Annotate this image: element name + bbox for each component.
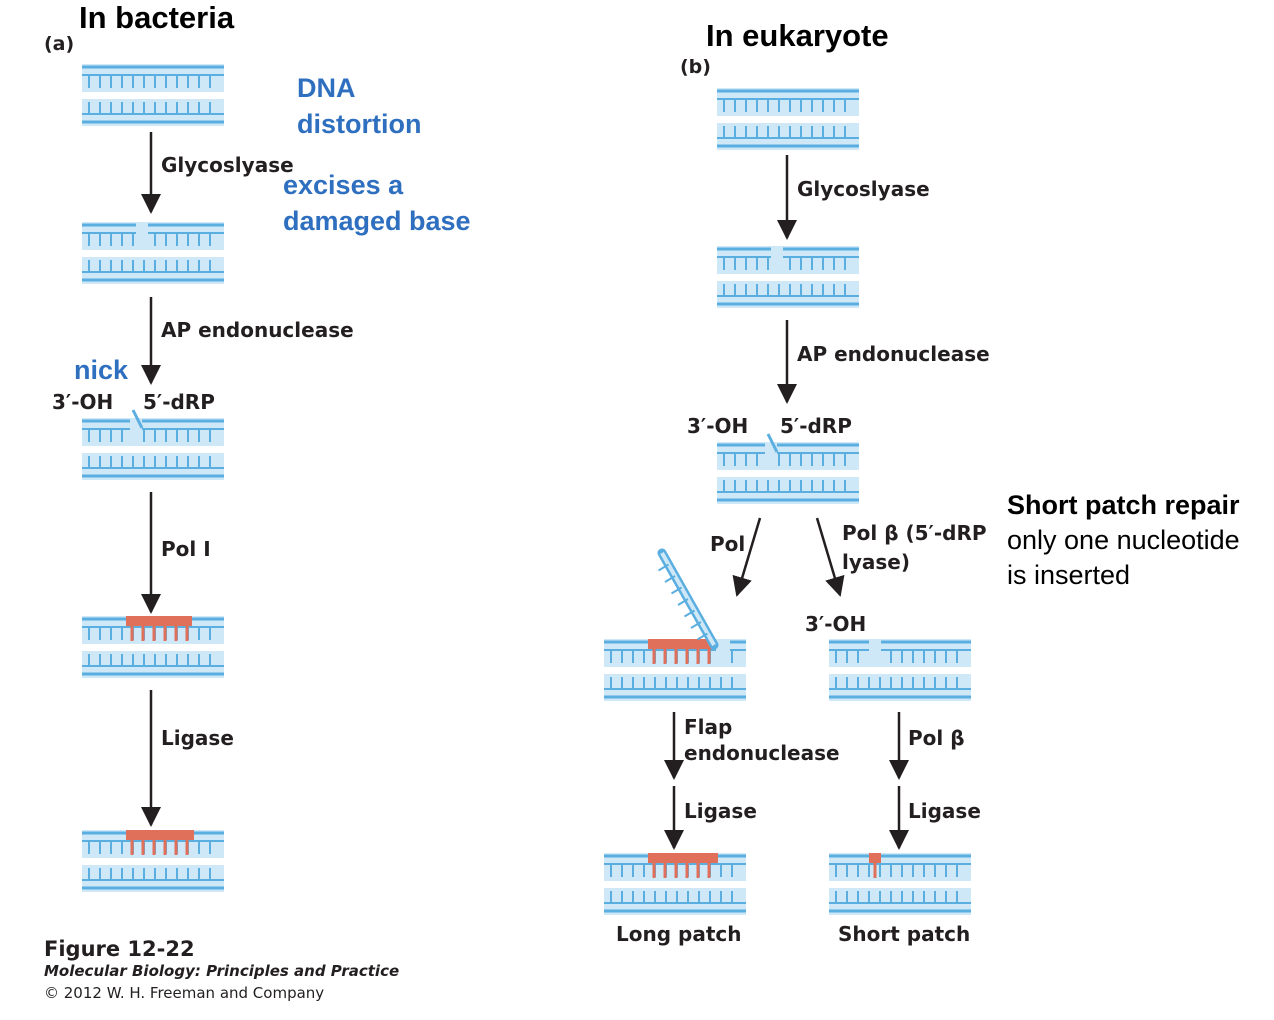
label-pol-b: Pol xyxy=(710,532,746,556)
arrow-pol-b xyxy=(732,517,762,597)
label-glycosylase-b: Glycoslyase xyxy=(797,177,930,201)
flap-tooth xyxy=(683,609,696,618)
label-3oh-short: 3′-OH xyxy=(805,612,867,636)
side-note-line: only one nucleotide xyxy=(1007,525,1240,555)
duplex-b-intact xyxy=(717,88,859,150)
repair-patch xyxy=(126,616,192,626)
caption-copyright: © 2012 W. H. Freeman and Company xyxy=(44,984,325,1002)
caption-figure: Figure 12-22 xyxy=(44,937,195,961)
label-line: Pol β (5′-dRP xyxy=(842,521,987,545)
duplex-groove xyxy=(82,858,224,865)
duplex-long-final xyxy=(604,853,746,915)
duplex-a-nicked xyxy=(82,409,224,480)
note-line: excises a xyxy=(283,170,404,200)
dna-layer xyxy=(82,64,971,915)
drp-overhang xyxy=(766,433,779,453)
note-nick: nick xyxy=(74,355,129,385)
note-line: damaged base xyxy=(283,206,471,236)
arrow-pol-beta-lyase xyxy=(815,517,845,597)
label-flap-endonuclease: Flap endonuclease xyxy=(684,714,840,766)
label-short-patch: Short patch xyxy=(838,922,971,946)
note-excises-base: excises a damaged base xyxy=(283,167,471,239)
label-5drp-b: 5′-dRP xyxy=(780,414,852,438)
label-line: Flap xyxy=(684,715,733,739)
duplex-groove xyxy=(82,644,224,651)
flap-tooth xyxy=(690,621,702,629)
duplex-long-flap xyxy=(604,548,746,701)
label-pol-beta-lyase: Pol β (5′-dRP lyase) xyxy=(842,519,987,577)
duplex-groove xyxy=(829,881,971,888)
duplex-groove xyxy=(829,667,971,674)
header-eukaryote: In eukaryote xyxy=(706,18,889,53)
duplex-a-pol xyxy=(82,616,224,678)
note-dna-distortion: DNA distortion xyxy=(297,70,421,142)
duplex-short-final xyxy=(829,853,971,915)
repair-patch xyxy=(648,853,718,863)
duplex-b-abasic xyxy=(717,246,859,308)
repair-patch xyxy=(648,639,714,649)
label-3oh-a: 3′-OH xyxy=(52,390,114,414)
duplex-a-intact xyxy=(82,64,224,126)
label-pol-beta: Pol β xyxy=(908,726,965,750)
repair-patch xyxy=(869,853,881,863)
label-3oh-b: 3′-OH xyxy=(687,414,749,438)
label-line: endonuclease xyxy=(684,741,840,765)
duplex-groove xyxy=(604,881,746,888)
side-note-line: is inserted xyxy=(1007,560,1131,590)
label-glycosylase-a: Glycoslyase xyxy=(161,153,294,177)
header-bacteria: In bacteria xyxy=(79,0,235,35)
drp-overhang xyxy=(131,409,144,429)
label-ligase-long: Ligase xyxy=(684,799,757,823)
label-long-patch: Long patch xyxy=(616,922,742,946)
flap-tooth xyxy=(664,575,676,583)
panel-label-a: (a) xyxy=(44,33,75,55)
label-ap-endonuclease-b: AP endonuclease xyxy=(797,342,990,366)
duplex-groove xyxy=(717,116,859,123)
duplex-groove xyxy=(717,470,859,477)
label-pol-i: Pol I xyxy=(161,537,211,561)
note-line: distortion xyxy=(297,109,422,139)
duplex-b-nicked xyxy=(717,433,859,504)
label-ap-endonuclease-a: AP endonuclease xyxy=(161,318,354,342)
duplex-groove xyxy=(82,446,224,453)
note-line: DNA xyxy=(297,73,356,103)
side-note-short-patch: Short patch repair only one nucleotide i… xyxy=(1007,488,1240,593)
duplex-a-ligated xyxy=(82,830,224,892)
flap-tooth xyxy=(670,586,683,595)
duplex-groove xyxy=(604,667,746,674)
repair-patch xyxy=(126,830,194,840)
flap-tooth xyxy=(696,632,709,641)
duplex-short-gap xyxy=(829,639,971,701)
flap-tooth xyxy=(677,598,689,606)
label-5drp-a: 5′-dRP xyxy=(143,390,215,414)
duplex-groove xyxy=(82,92,224,99)
side-note-title: Short patch repair xyxy=(1007,490,1240,520)
label-line: lyase) xyxy=(842,550,910,574)
panel-label-b: (b) xyxy=(680,56,711,78)
duplex-a-abasic xyxy=(82,222,224,284)
label-ligase-a: Ligase xyxy=(161,726,234,750)
caption-book: Molecular Biology: Principles and Practi… xyxy=(44,962,400,980)
duplex-groove xyxy=(82,250,224,257)
arrow-layer xyxy=(141,132,909,850)
flap-tooth xyxy=(657,563,670,572)
label-ligase-short: Ligase xyxy=(908,799,981,823)
duplex-groove xyxy=(717,274,859,281)
